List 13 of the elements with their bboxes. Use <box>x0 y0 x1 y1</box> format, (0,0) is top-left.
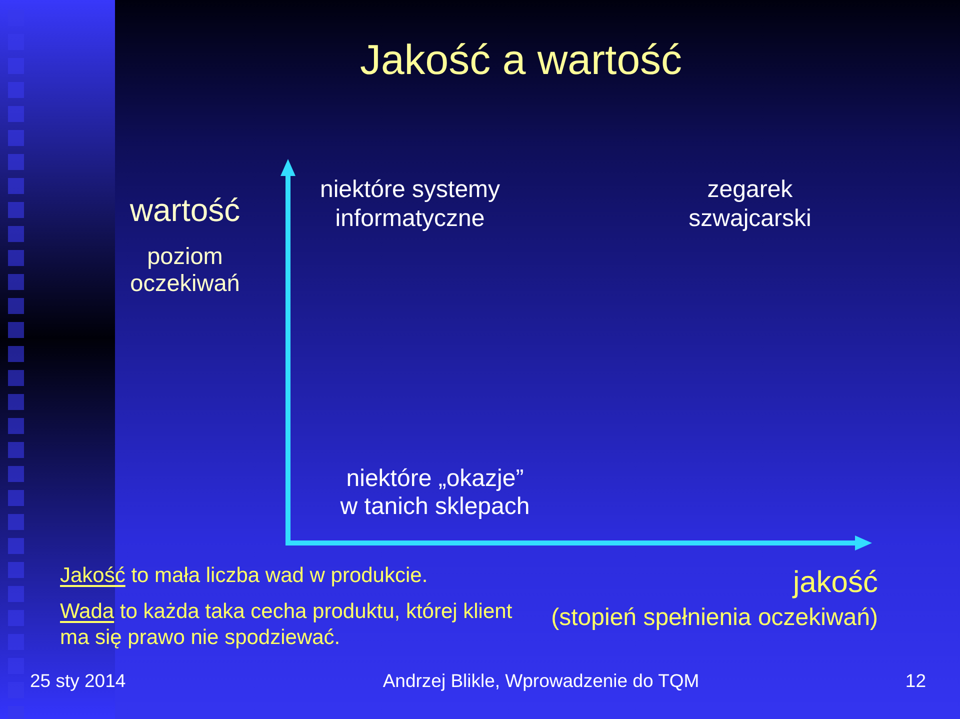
footer-title: Andrzej Blikle, Wprowadzenie do TQM <box>382 670 700 691</box>
date-text: 25 sty 2014 <box>30 670 126 691</box>
axis-label: wartość <box>130 192 240 228</box>
axis-sublabel: (stopień spełnienia oczekiwań) <box>551 604 878 631</box>
definition-text: Jakość to mała liczba wad w produkcie. <box>60 564 428 587</box>
slide-title: Jakość a wartość <box>360 36 682 83</box>
definition-text: Wada to każda taka cecha produktu, której klient ma się prawo nie spodziewać. <box>60 600 512 649</box>
axis-sublabel: poziom oczekiwań <box>130 243 240 296</box>
page-number: 12 <box>905 670 926 691</box>
axis-label: jakość <box>792 566 878 599</box>
quadrant-label: niektóre systemy informatyczne <box>320 176 500 232</box>
quadrant-label: niektóre „okazje” w tanich sklepach <box>340 465 530 520</box>
quadrant-label: zegarek szwajcarski <box>688 176 812 232</box>
